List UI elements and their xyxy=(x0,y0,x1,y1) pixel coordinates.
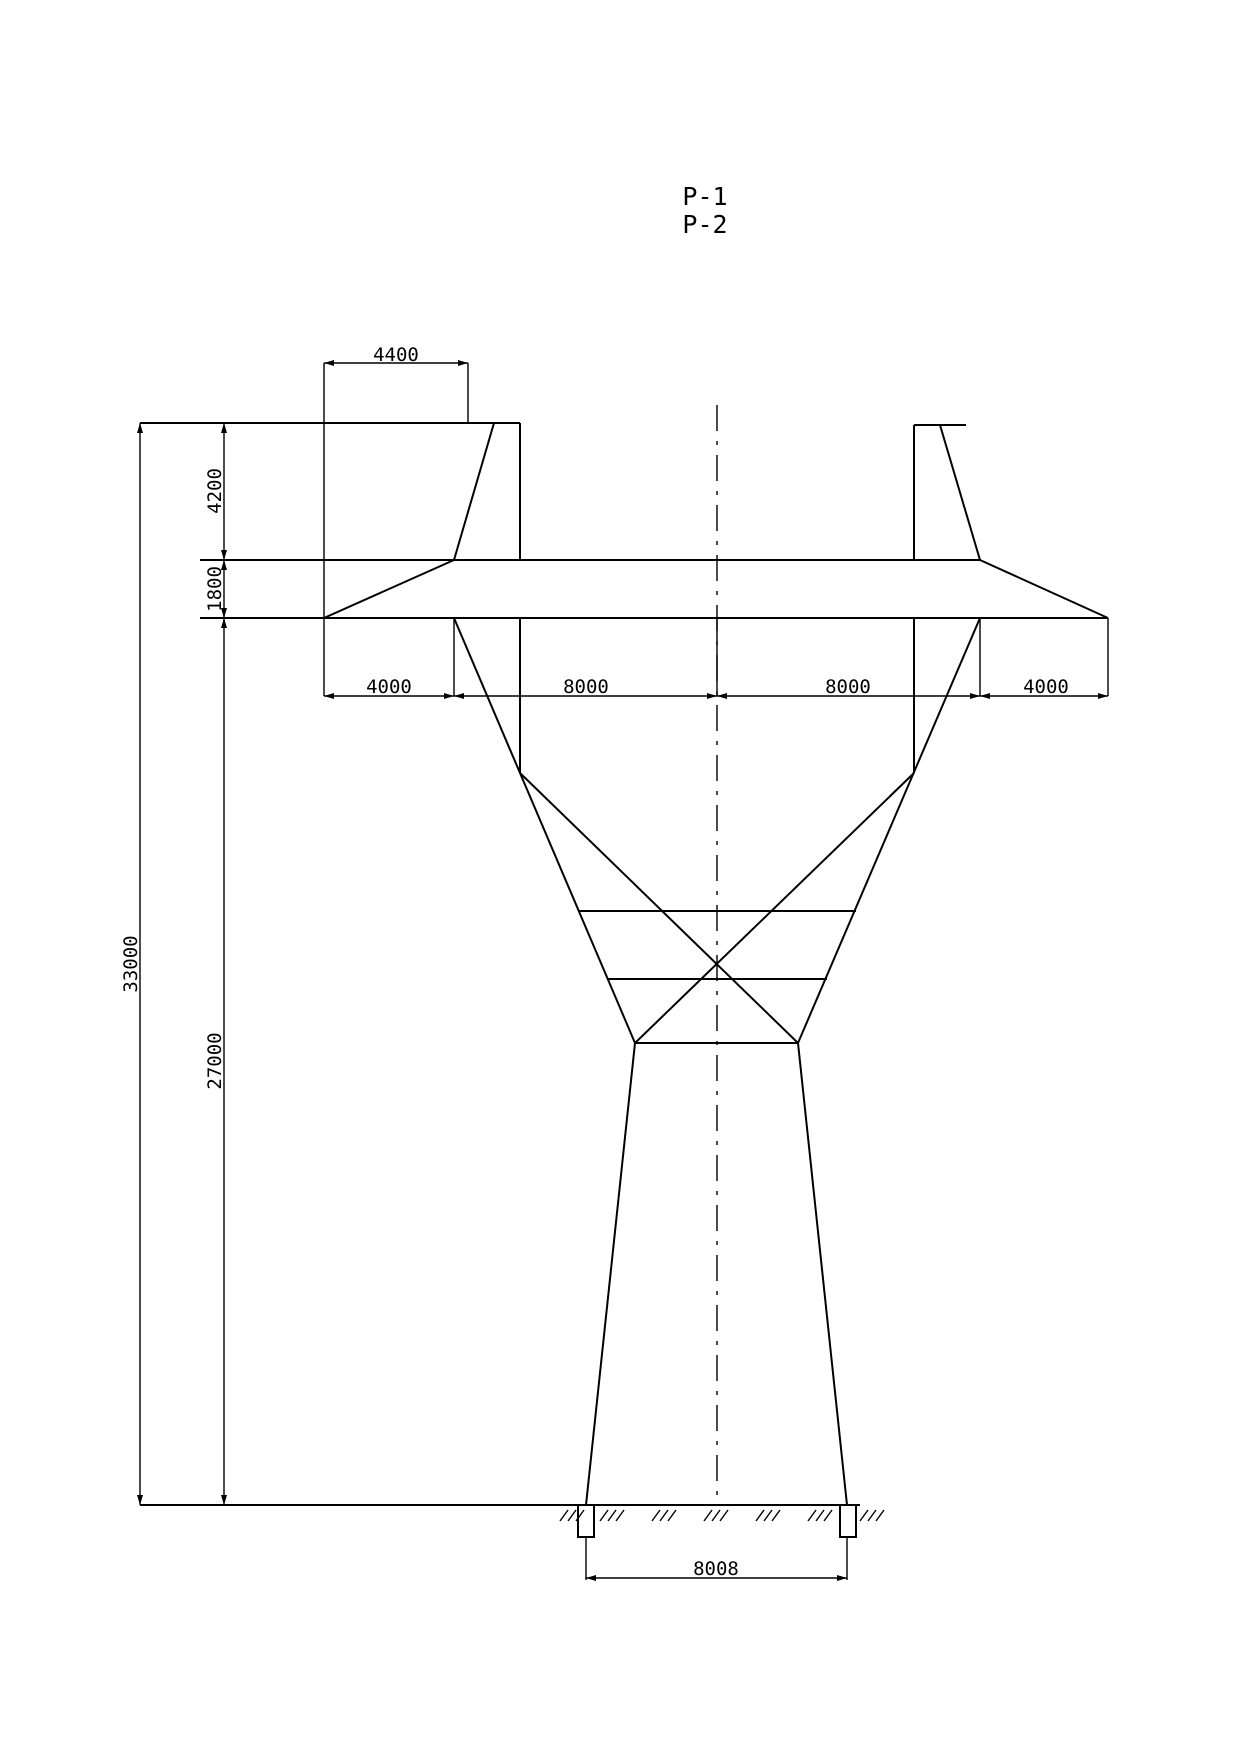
hatch-stroke xyxy=(703,1509,713,1522)
hatch-stroke xyxy=(651,1509,661,1522)
hatch-stroke xyxy=(815,1509,825,1522)
hatch-stroke xyxy=(711,1509,721,1522)
right-peak xyxy=(913,424,981,561)
upper-frame xyxy=(453,617,981,1044)
hatch-stroke xyxy=(771,1509,781,1522)
hatch-stroke xyxy=(667,1509,677,1522)
hatch-stroke xyxy=(575,1509,585,1522)
ground-hatch xyxy=(559,1509,885,1522)
hatch-stroke xyxy=(763,1509,773,1522)
dim-crossarm-top-width: 4400 xyxy=(373,344,419,366)
dim-base-width: 8008 xyxy=(693,1558,739,1580)
dim-total-height: 33000 xyxy=(120,935,142,992)
dim-left-overhang: 4000 xyxy=(366,676,412,698)
dim-right-overhang: 4000 xyxy=(1023,676,1069,698)
left-peak xyxy=(140,422,521,561)
title-p1: P-1 xyxy=(682,182,727,211)
dim-body-height: 27000 xyxy=(204,1032,226,1089)
hatch-stroke xyxy=(859,1509,869,1522)
hatch-stroke xyxy=(567,1509,577,1522)
dim-left-half-span: 8000 xyxy=(563,676,609,698)
hatch-stroke xyxy=(599,1509,609,1522)
lower-legs xyxy=(585,1042,848,1506)
extension-lines xyxy=(323,363,1109,1580)
crossarm xyxy=(200,559,1109,619)
hatch-stroke xyxy=(823,1509,833,1522)
hatch-stroke xyxy=(607,1509,617,1522)
hatch-stroke xyxy=(719,1509,729,1522)
hatch-stroke xyxy=(755,1509,765,1522)
dim-crossarm-depth: 1800 xyxy=(204,566,226,612)
hatch-stroke xyxy=(875,1509,885,1522)
foundations xyxy=(140,1504,860,1538)
hatch-stroke xyxy=(659,1509,669,1522)
hatch-stroke xyxy=(807,1509,817,1522)
dim-peak-height: 4200 xyxy=(204,468,226,514)
hatch-stroke xyxy=(559,1509,569,1522)
dim-right-half-span: 8000 xyxy=(825,676,871,698)
dimension-lines xyxy=(137,360,1108,1581)
hatch-stroke xyxy=(615,1509,625,1522)
title-p2: P-2 xyxy=(682,210,727,239)
hatch-stroke xyxy=(867,1509,877,1522)
